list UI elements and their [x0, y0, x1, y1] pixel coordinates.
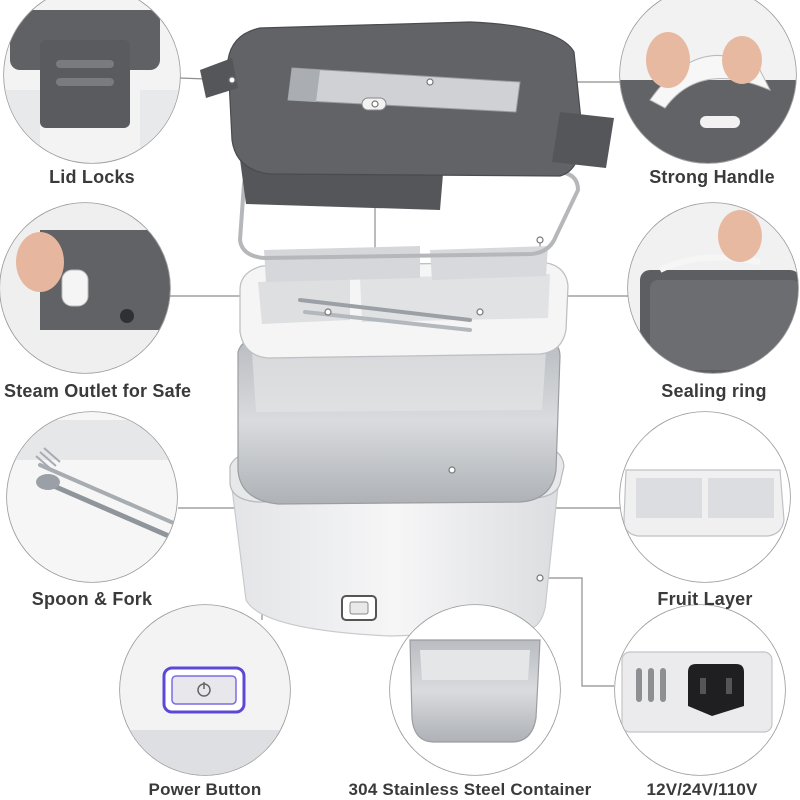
divider-tray: [239, 246, 569, 359]
callout-lid-locks: [3, 0, 181, 164]
leader-voltage: [540, 577, 614, 687]
label-spoon-fork: Spoon & Fork: [31, 589, 153, 609]
label-voltage: 12V/24V/110V: [646, 780, 758, 799]
callout-power-button: [119, 604, 291, 776]
callout-sealing-ring: [627, 202, 799, 374]
label-steel-container: 304 Stainless Steel Container: [348, 780, 592, 799]
label-power-button: Power Button: [148, 780, 262, 799]
lid-part: [200, 21, 614, 210]
label-steam-outlet: Steam Outlet for Safe: [4, 381, 192, 401]
lunch-box-assembly: [200, 21, 614, 637]
callout-fruit-layer: [619, 411, 791, 583]
callout-spoon-fork: [6, 411, 178, 583]
callout-strong-handle: [619, 0, 797, 164]
label-sealing-ring: Sealing ring: [661, 381, 767, 401]
callout-voltage: [614, 604, 786, 776]
steel-container: [237, 337, 561, 505]
callout-steel-container: [389, 604, 561, 776]
callout-steam-outlet: [0, 202, 171, 374]
label-lid-locks: Lid Locks: [49, 167, 135, 187]
label-strong-handle: Strong Handle: [649, 167, 775, 187]
label-fruit-layer: Fruit Layer: [657, 589, 753, 609]
